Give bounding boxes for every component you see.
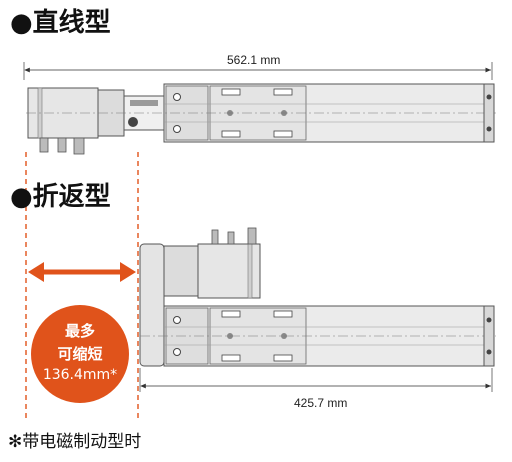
heading-folded-type: ●折返型: [10, 182, 111, 212]
heading-straight-type: ●直线型: [10, 8, 111, 38]
reduction-badge: 最多 可缩短 136.4mm*: [31, 305, 129, 403]
straight-actuator: [26, 83, 496, 155]
badge-line-2: 可缩短: [57, 345, 103, 363]
straight-length-label: 562.1 mm: [227, 53, 281, 67]
badge-line-1: 最多: [64, 322, 95, 340]
folded-actuator: [139, 227, 496, 367]
reduction-guide: [25, 152, 139, 418]
footnote: ✻带电磁制动型时: [8, 432, 142, 452]
badge-line-3: 136.4mm*: [42, 367, 118, 383]
folded-length-label: 425.7 mm: [294, 396, 348, 410]
folded-dimension-line: [139, 368, 493, 392]
straight-dimension-line: [23, 62, 493, 80]
